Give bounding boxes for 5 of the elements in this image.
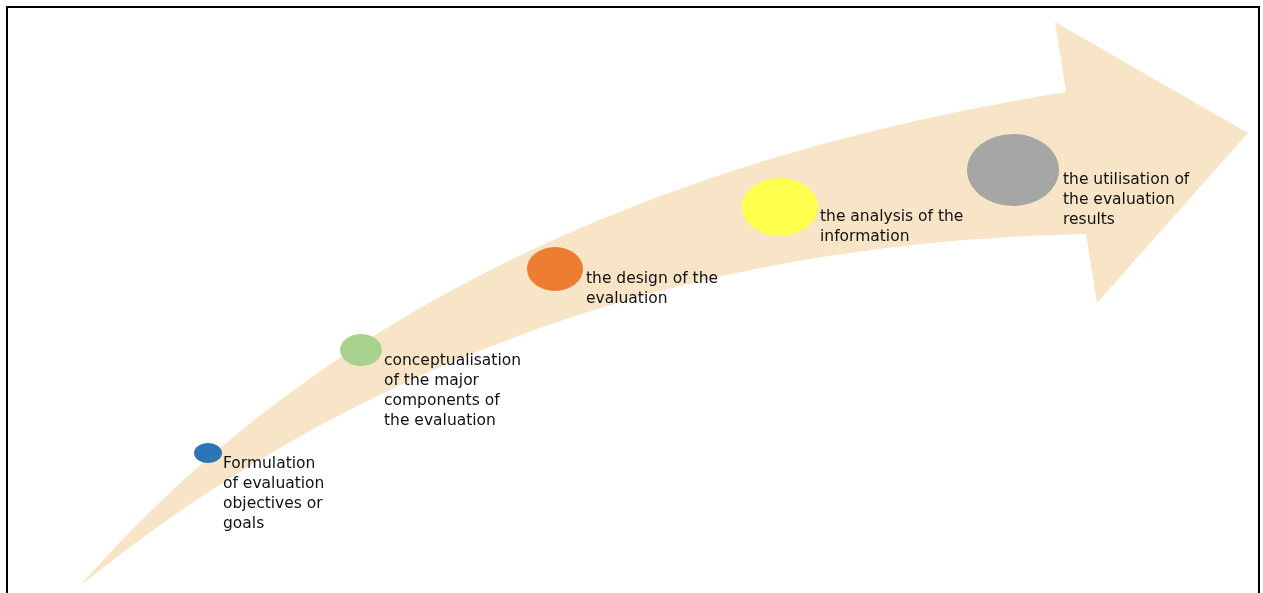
step-label: conceptualisation of the major components of the evaluation: [384, 350, 522, 430]
step-label: Formulation of evaluation objectives or goals: [223, 453, 326, 533]
step-label: the design of the evaluation: [586, 268, 719, 308]
step-label: the analysis of the information: [820, 206, 965, 246]
step-label: the utilisation of the evaluation results: [1063, 169, 1191, 229]
